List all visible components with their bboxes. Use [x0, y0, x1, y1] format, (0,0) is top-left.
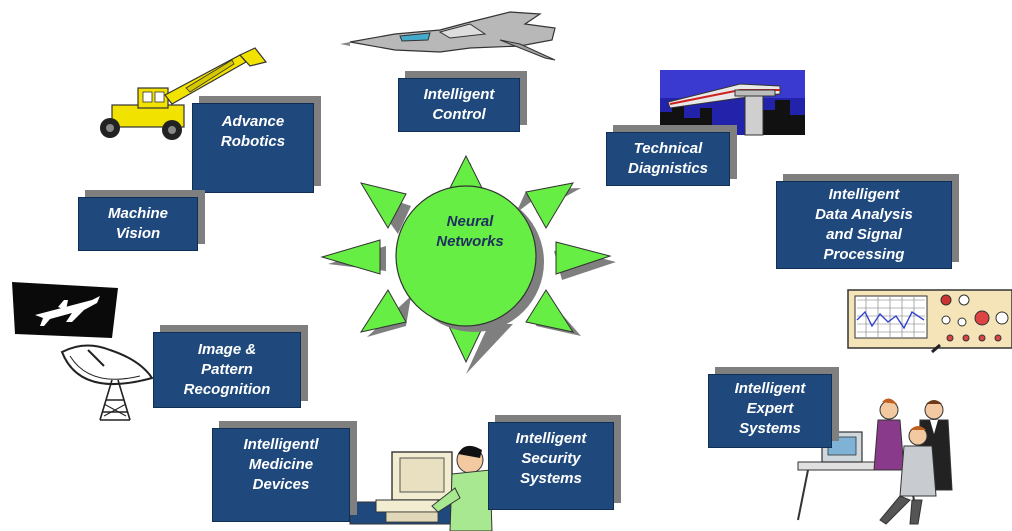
- oscilloscope-icon: [847, 289, 1012, 354]
- box-label: Intelligent Expert Systems: [734, 380, 806, 437]
- box-label: Image & Pattern Recognition: [183, 341, 271, 398]
- hub-ray-nw: [359, 182, 407, 230]
- hub-ray-sw: [359, 289, 407, 333]
- hub-ray-se: [525, 289, 575, 333]
- box-label: Intelligent Data Analysis and Signal Pro…: [815, 186, 913, 263]
- business-team-icon: [797, 398, 953, 525]
- excavator-icon: [100, 47, 268, 140]
- hub-ray-e: [555, 241, 612, 275]
- airplane-icon: [12, 282, 118, 338]
- neural-network-hub: [320, 154, 616, 374]
- box-data-analysis: Intelligent Data Analysis and Signal Pro…: [776, 181, 952, 269]
- hub-ray-ne: [525, 182, 575, 229]
- box-label: Machine Vision: [107, 205, 168, 242]
- box-label: Technical Diagnistics: [627, 140, 709, 177]
- computer-operator-icon: [349, 445, 493, 531]
- box-label: Intelligent Security Systems: [515, 430, 587, 487]
- box-security-systems: Intelligent Security Systems: [488, 422, 614, 510]
- box-image-pattern-recognition: Image & Pattern Recognition: [153, 332, 301, 408]
- train-icon: [660, 70, 805, 136]
- box-intelligent-control: Intelligent Control: [398, 78, 520, 132]
- satellite-dish-icon: [60, 344, 154, 421]
- fighter-jet-icon: [340, 11, 556, 61]
- box-technical-diagnistics: Technical Diagnistics: [606, 132, 730, 186]
- box-medicine-devices: Intelligentl Medicine Devices: [212, 428, 350, 522]
- box-label: Intelligent Control: [423, 86, 495, 123]
- hub-label: Neural Networks: [436, 213, 504, 250]
- hub-ray-w: [320, 239, 381, 275]
- box-machine-vision: Machine Vision: [78, 197, 198, 251]
- box-advance-robotics: Advance Robotics: [192, 103, 314, 193]
- hub-circle: [395, 185, 537, 327]
- box-expert-systems: Intelligent Expert Systems: [708, 374, 832, 448]
- box-label: Advance Robotics: [220, 113, 286, 150]
- box-label: Intelligentl Medicine Devices: [243, 436, 319, 493]
